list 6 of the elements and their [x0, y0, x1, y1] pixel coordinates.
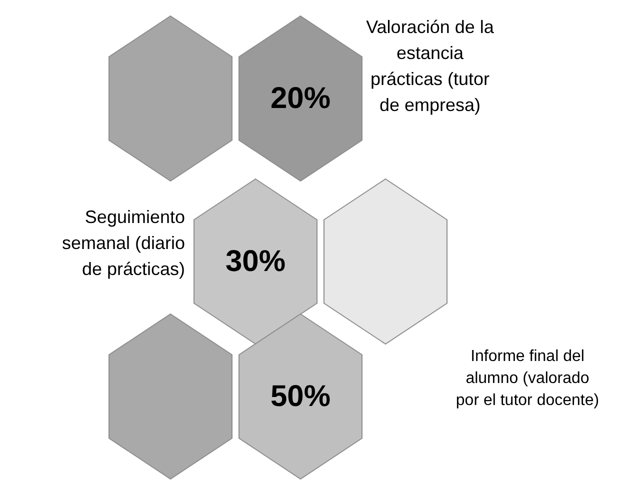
percentage-label: 30%: [225, 244, 286, 280]
side-label: Seguimiento semanal (diario de prácticas): [60, 206, 185, 281]
side-label: Valoración de la estancia prácticas (tutor de empresa): [366, 16, 494, 117]
side-label: Informe final del alumno (valorado por el tutor docente): [455, 347, 600, 411]
percentage-label: 20%: [270, 81, 331, 117]
percentage-label: 50%: [270, 379, 331, 415]
